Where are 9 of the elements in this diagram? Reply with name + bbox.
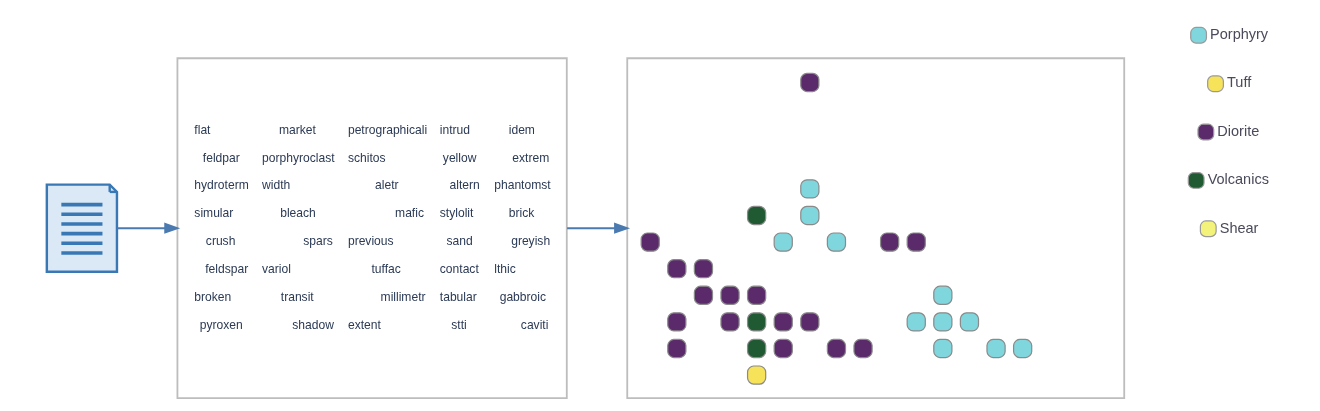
legend-label: Volcanics bbox=[1207, 171, 1269, 188]
arrow bbox=[115, 222, 180, 234]
legend-label: Tuff bbox=[1226, 74, 1251, 91]
legend-label: Porphyry bbox=[1209, 26, 1268, 43]
node-box: flat market petrographicali intrud idem feldpar porphyroclast schitos yellow extrem hydroterm width aletr altern phantomst simular bleach mafic stylolit brick crush spars previous sand greyish feldspar variol tuffac contact lthic broken transit millimetr tabular gabbroic pyroxen shadow extent stti caviti bbox=[176, 57, 568, 399]
arrow bbox=[565, 222, 630, 234]
legend-label: Shear bbox=[1219, 219, 1258, 236]
legend-label: Diorite bbox=[1216, 122, 1259, 139]
node-picture bbox=[625, 57, 1125, 399]
